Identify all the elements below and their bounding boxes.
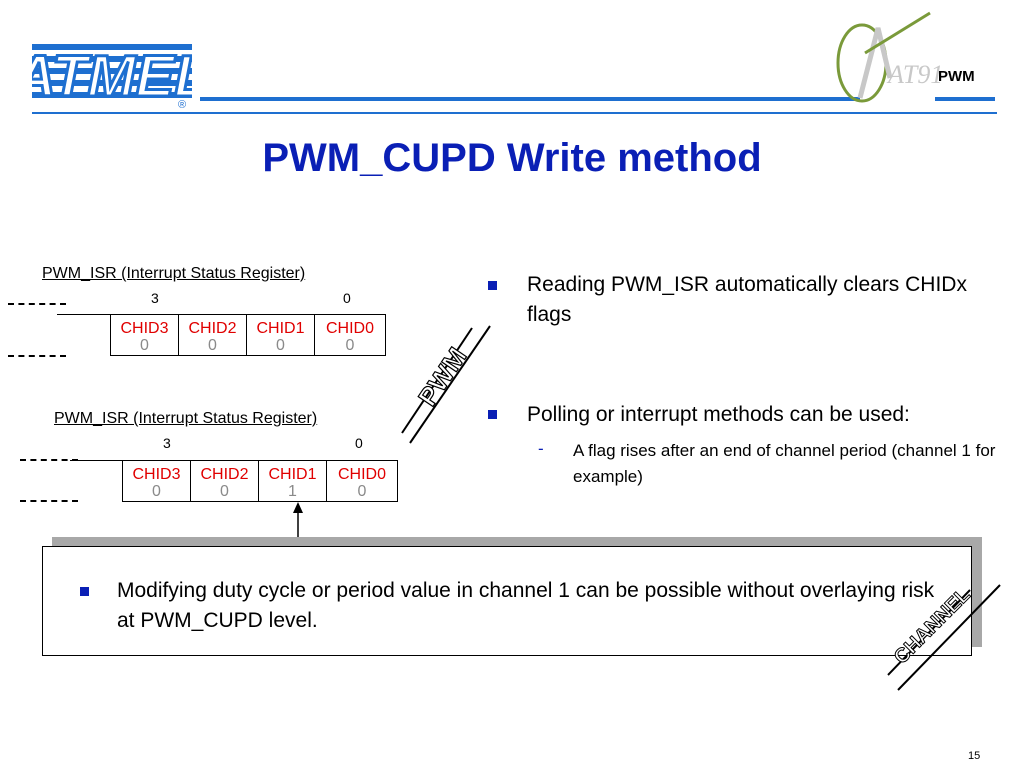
- cell-name: CHID3: [132, 466, 181, 483]
- register-dash-top: [8, 303, 66, 305]
- sub-bullet-text: A flag rises after an end of channel per…: [573, 441, 996, 486]
- bullet-icon: [488, 281, 497, 290]
- bit-label-high: 3: [163, 435, 171, 451]
- note-text: Modifying duty cycle or period value in …: [117, 579, 935, 632]
- cell-name: CHID2: [200, 466, 249, 483]
- at91-logo-text: AT91: [886, 60, 940, 89]
- cell-value: 0: [152, 483, 161, 500]
- channel-stamp: CHANNEL: [887, 583, 1001, 691]
- page-title: PWM_CUPD Write method: [262, 136, 762, 180]
- bit-label-low: 0: [343, 290, 351, 306]
- cell-value: 1: [288, 483, 297, 500]
- cell-value: 0: [276, 337, 285, 354]
- bullet-text: Polling or interrupt methods can be used…: [527, 403, 910, 426]
- cell-name: CHID3: [120, 320, 169, 337]
- bullet-icon: [488, 410, 497, 419]
- sub-bullet-dash: -: [538, 439, 544, 458]
- section-label: PWM: [938, 68, 975, 85]
- register-cell: CHID2 0: [191, 461, 259, 501]
- register-dash-bottom: [8, 355, 66, 357]
- register-cell: CHID0 0: [315, 315, 385, 355]
- note-box: Modifying duty cycle or period value in …: [42, 546, 972, 656]
- at91-logo: AT91: [830, 8, 943, 108]
- register-cell: CHID1 1: [259, 461, 327, 501]
- register-cell: CHID1 0: [247, 315, 315, 355]
- register-cell: CHID3 0: [111, 315, 179, 355]
- header-rule-right: [935, 97, 995, 101]
- atmel-logo: ATMEL: [11, 38, 211, 112]
- cell-value: 0: [220, 483, 229, 500]
- cell-name: CHID0: [337, 466, 386, 483]
- atmel-logo-text: ATMEL: [32, 44, 192, 109]
- header-underline: [32, 112, 997, 114]
- cell-name: CHID1: [268, 466, 317, 483]
- header-rule: [200, 97, 860, 101]
- pwm-stamp-text: PWM: [412, 342, 472, 411]
- cell-value: 0: [208, 337, 217, 354]
- bullet-text: Reading PWM_ISR automatically clears CHI…: [527, 273, 967, 326]
- register-title: PWM_ISR (Interrupt Status Register): [54, 410, 318, 427]
- pwm-stamp: PWM: [401, 325, 491, 444]
- cell-name: CHID0: [325, 320, 374, 337]
- register-cell: CHID0 0: [327, 461, 397, 501]
- registered-mark: ®: [178, 99, 187, 111]
- register-title: PWM_ISR (Interrupt Status Register): [42, 265, 306, 282]
- register-dash-bottom: [20, 500, 78, 502]
- cell-name: CHID1: [256, 320, 305, 337]
- register-cell: CHID3 0: [123, 461, 191, 501]
- register-cell: CHID2 0: [179, 315, 247, 355]
- bit-label-low: 0: [355, 435, 363, 451]
- register-row: CHID3 0 CHID2 0 CHID1 1 CHID0 0: [122, 460, 398, 502]
- bullet-icon: [80, 587, 89, 596]
- cell-value: 0: [345, 337, 355, 354]
- register-row: CHID3 0 CHID2 0 CHID1 0 CHID0 0: [110, 314, 386, 356]
- cell-value: 0: [140, 337, 149, 354]
- bit-label-high: 3: [151, 290, 159, 306]
- register-dash-top: [20, 459, 78, 461]
- cell-name: CHID2: [188, 320, 237, 337]
- cell-value: 0: [357, 483, 367, 500]
- page-number: 15: [968, 750, 981, 762]
